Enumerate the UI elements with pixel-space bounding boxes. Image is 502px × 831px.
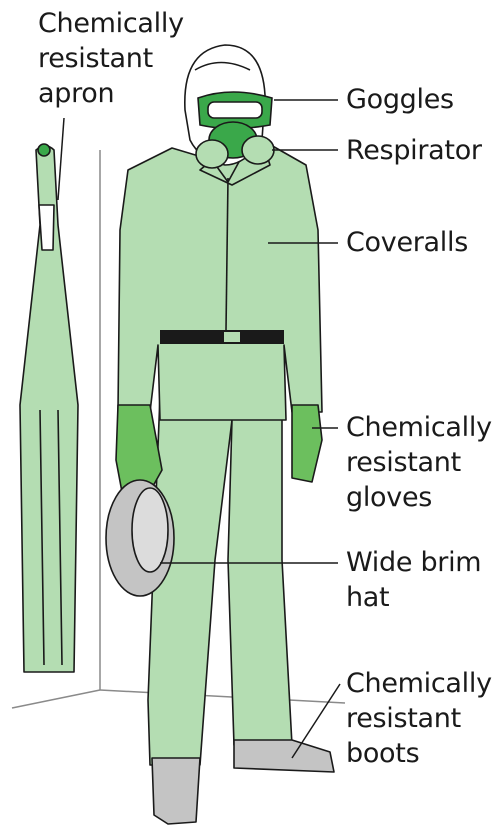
wide-brim-hat [106, 480, 174, 596]
label-coveralls: Coveralls [346, 225, 468, 260]
coveralls-torso [118, 140, 322, 420]
apron [20, 144, 78, 672]
label-gloves: Chemically resistant gloves [346, 410, 492, 515]
label-apron: Chemically resistant apron [38, 6, 184, 111]
label-hat: Wide brim hat [346, 545, 481, 615]
label-boots: Chemically resistant boots [346, 666, 492, 771]
label-goggles: Goggles [346, 82, 454, 117]
belt [160, 330, 284, 344]
label-respirator: Respirator [346, 133, 482, 168]
